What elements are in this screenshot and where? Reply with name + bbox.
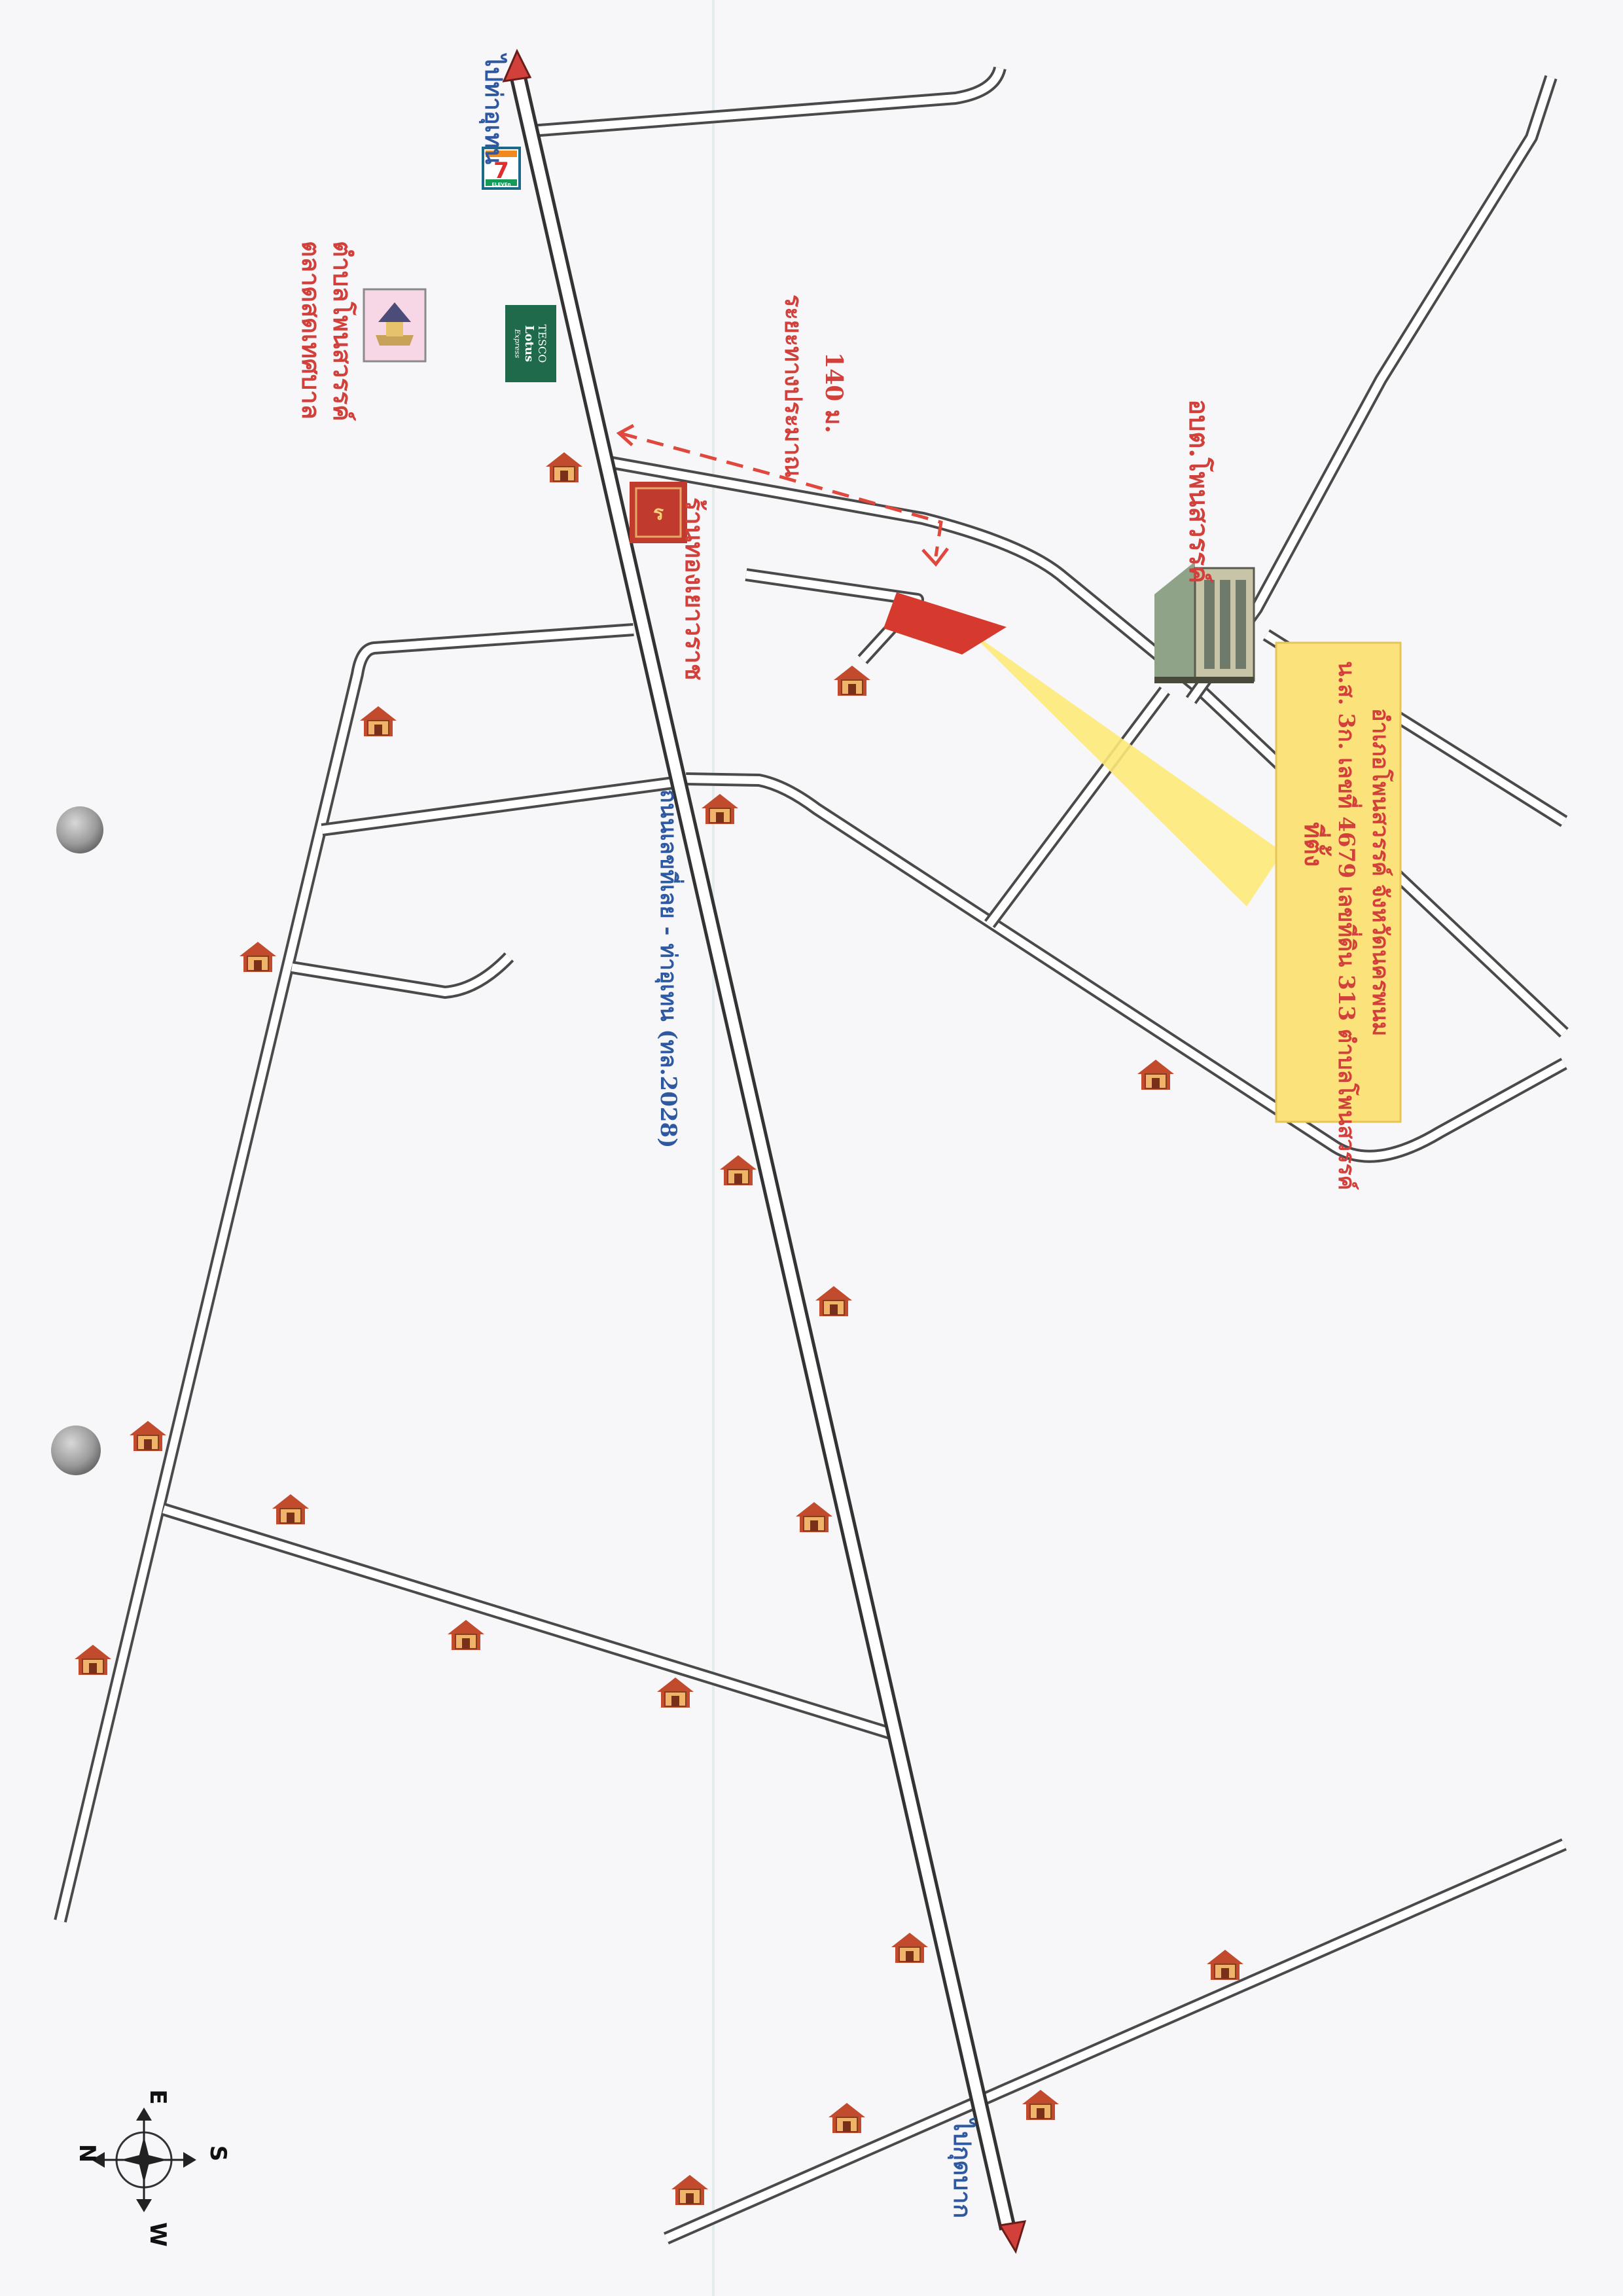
tesco-lotus-icon: TESCO Lotus Express	[505, 305, 556, 382]
house-icon	[446, 1619, 486, 1651]
house-icon	[700, 793, 740, 825]
house-icon	[238, 941, 277, 973]
house-icon	[656, 1676, 695, 1709]
distance-indicator	[616, 423, 949, 567]
to-kut-bak-label: ไปกุดบาก	[947, 2117, 976, 2218]
road-east-loop	[685, 772, 1567, 1163]
binder-hole-icon	[51, 1426, 101, 1475]
house-icon	[1136, 1058, 1175, 1091]
site-marker-icon	[883, 592, 1007, 655]
lotus-wordmark: Lotus	[522, 325, 536, 362]
site-title: ที่ตั้ง	[1299, 822, 1332, 867]
compass-rose-icon: N S E W	[74, 2089, 231, 2246]
house-icon	[794, 1501, 834, 1534]
binder-hole-icon	[56, 806, 103, 853]
house-icon	[544, 451, 584, 484]
tesco-wordmark: TESCO	[536, 325, 548, 363]
house-icon	[832, 664, 872, 697]
market-label-line2: ตำบลโพนสวรรค์	[328, 241, 357, 422]
distance-label-line1: ระยะทางประมาณ	[779, 295, 807, 478]
seven-eleven-number: 7	[493, 158, 509, 184]
market-label-line1: ตลาดสดเทศบาล	[296, 241, 326, 420]
house-icon	[827, 2102, 866, 2134]
government-building-icon	[1154, 562, 1255, 683]
arrow-north-icon	[502, 48, 532, 82]
svg-text:ร: ร	[653, 502, 664, 525]
compass-north: N	[74, 2144, 100, 2162]
compass-west: W	[145, 2222, 171, 2247]
gold-shop-icon: ร	[630, 482, 687, 543]
seven-eleven-wordmark: ELEVEn	[491, 182, 510, 187]
distance-label-line2: 140 ม.	[820, 352, 847, 433]
to-tha-uthen-label: ไปท่าอุเทน	[478, 52, 508, 165]
compass-east: E	[145, 2089, 171, 2104]
site-pointer-beam	[966, 628, 1283, 906]
site-detail-line2: อำเภอโพนสวรรค์ จังหวัดนครพนม	[1367, 708, 1394, 1036]
compass-south: S	[205, 2145, 231, 2162]
house-icon	[719, 1154, 758, 1187]
house-icon	[1021, 2089, 1060, 2121]
site-detail-line1: น.ส. 3ก. เลขที่ 4679 เลขที่ดิน 313 ตำบลโ…	[1333, 661, 1363, 1191]
house-icon	[359, 705, 398, 738]
arrow-south-icon	[998, 2220, 1027, 2254]
site-info-box	[1275, 641, 1402, 1123]
house-icon	[271, 1493, 310, 1526]
main-road-2028	[502, 48, 1027, 2254]
main-road-label: ถนนเลขที่เลย - ท่าอุเทน (ทล.2028)	[654, 789, 685, 1148]
house-icon	[73, 1643, 113, 1676]
house-icon	[890, 1931, 929, 1964]
sao-office-label: อบต.โพนสวรรค์	[1183, 399, 1214, 583]
house-icon	[128, 1420, 168, 1452]
house-icon	[814, 1285, 853, 1318]
house-icon	[670, 2174, 709, 2206]
market-icon	[363, 288, 427, 363]
express-wordmark: Express	[513, 329, 522, 359]
seven-eleven-icon: 7 ELEVEn	[482, 147, 521, 190]
gold-shop-label: ร้านทองเยาวราช	[680, 497, 709, 681]
house-icon	[1205, 1948, 1245, 1981]
